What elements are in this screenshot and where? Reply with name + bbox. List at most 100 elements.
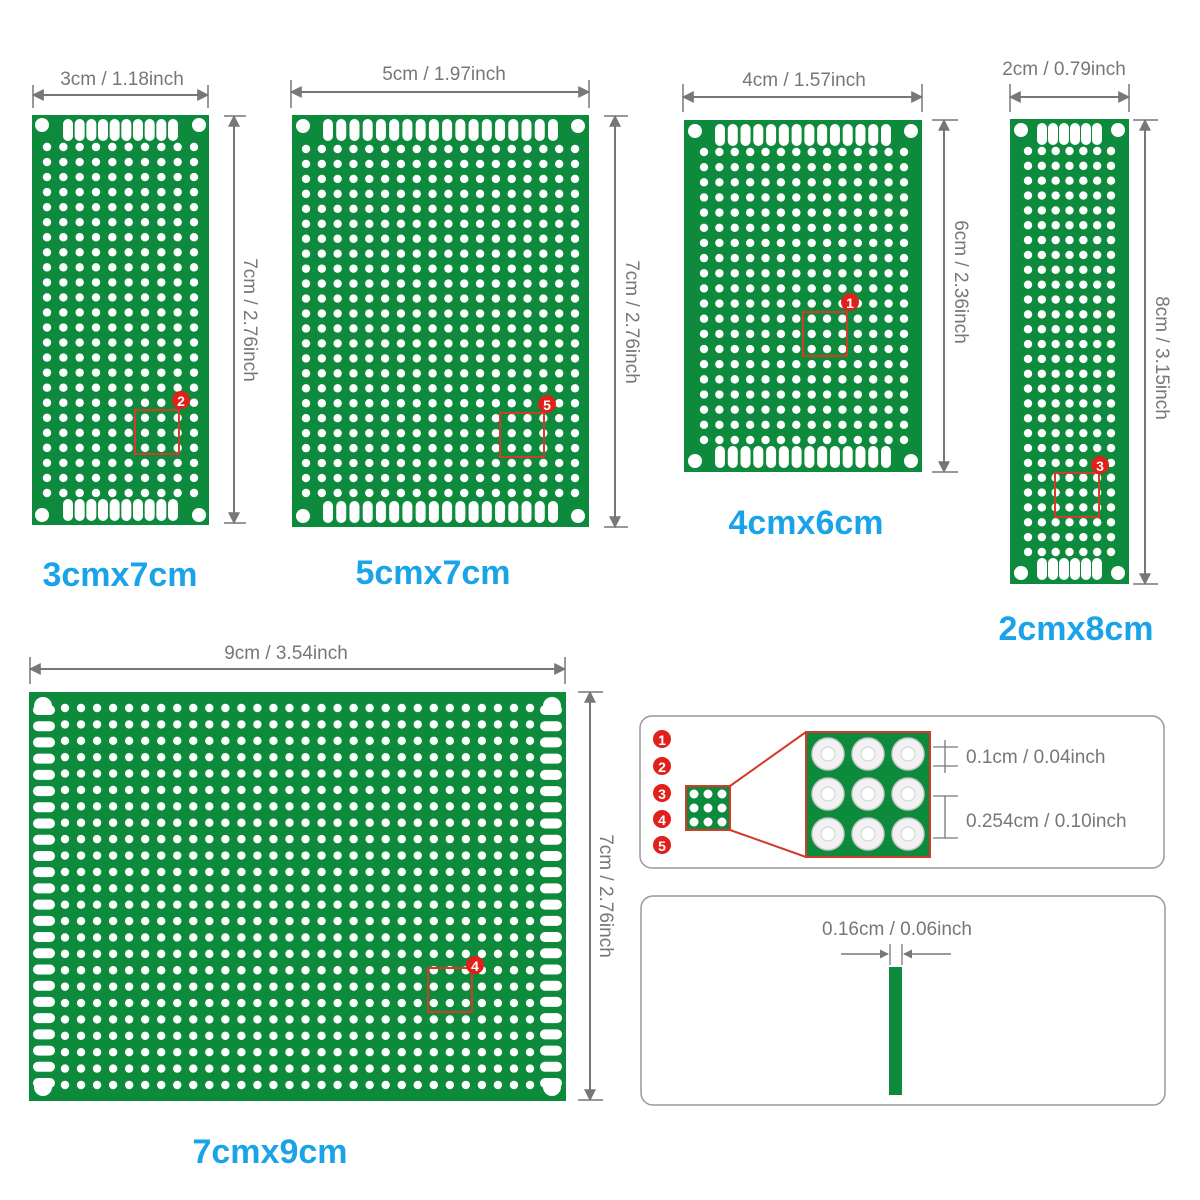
through-hole: [792, 420, 801, 430]
through-hole: [59, 473, 68, 483]
through-hole: [301, 174, 311, 184]
through-hole: [92, 916, 102, 926]
through-hole: [75, 248, 84, 257]
through-hole: [429, 900, 438, 909]
through-hole: [493, 998, 503, 1008]
through-hole: [365, 428, 374, 438]
through-hole: [157, 473, 166, 483]
through-hole: [807, 390, 816, 399]
through-hole: [869, 253, 878, 263]
through-hole: [491, 279, 501, 288]
through-hole: [570, 488, 580, 498]
through-hole: [92, 736, 102, 745]
through-hole: [173, 278, 182, 287]
through-hole: [76, 867, 86, 877]
edge-pad: [33, 818, 55, 829]
through-hole: [189, 916, 198, 926]
through-hole: [285, 851, 294, 860]
through-hole: [869, 238, 878, 248]
through-hole: [237, 834, 246, 844]
through-hole: [108, 703, 118, 713]
through-hole: [189, 157, 199, 167]
through-hole: [461, 933, 471, 942]
through-hole: [461, 884, 471, 893]
through-hole: [108, 323, 117, 332]
through-hole: [333, 234, 342, 243]
through-hole: [75, 187, 84, 197]
through-hole: [869, 435, 878, 445]
through-hole: [745, 193, 755, 202]
through-hole: [42, 383, 52, 392]
through-hole: [413, 1031, 422, 1041]
through-hole: [157, 157, 166, 167]
through-hole: [745, 375, 755, 384]
through-hole: [108, 488, 117, 498]
through-hole: [1079, 414, 1088, 423]
through-hole: [525, 851, 535, 860]
through-hole: [460, 324, 469, 333]
through-hole: [75, 353, 84, 362]
edge-pad: [402, 119, 413, 141]
through-hole: [493, 1015, 503, 1024]
through-hole: [189, 473, 199, 483]
edge-pad: [33, 996, 55, 1007]
through-hole: [1051, 384, 1060, 393]
through-hole: [60, 785, 70, 795]
through-hole: [525, 720, 535, 729]
through-hole: [124, 720, 134, 729]
through-hole: [730, 147, 739, 157]
through-hole: [157, 1048, 166, 1057]
through-hole: [807, 178, 816, 187]
through-hole: [477, 933, 487, 942]
through-hole: [853, 314, 863, 323]
through-hole: [237, 818, 246, 827]
through-hole: [380, 384, 390, 393]
edge-pad: [1048, 558, 1058, 580]
through-hole: [380, 294, 390, 303]
through-hole: [189, 736, 198, 745]
through-hole: [349, 998, 358, 1008]
board-5x7-width-dimension: 5cm / 1.97inch: [289, 64, 591, 108]
through-hole: [349, 982, 358, 991]
through-hole: [869, 329, 878, 339]
through-hole: [92, 818, 102, 827]
through-hole: [412, 414, 421, 423]
through-hole: [761, 238, 770, 248]
through-hole: [539, 339, 548, 348]
through-hole: [761, 269, 770, 278]
through-hole: [884, 147, 893, 157]
through-hole: [60, 998, 70, 1008]
through-hole: [477, 1080, 487, 1090]
through-hole: [507, 443, 516, 453]
through-hole: [761, 178, 770, 187]
through-hole: [717, 803, 727, 813]
through-hole: [76, 769, 86, 778]
through-hole: [157, 966, 166, 975]
through-hole: [140, 383, 150, 392]
through-hole: [1065, 369, 1074, 378]
through-hole: [365, 949, 374, 959]
through-hole: [428, 443, 437, 453]
through-hole: [380, 399, 390, 408]
through-hole: [523, 458, 532, 468]
through-hole: [428, 324, 437, 333]
through-hole: [413, 1064, 422, 1073]
edge-pad: [829, 446, 840, 468]
through-hole: [412, 473, 421, 483]
through-hole: [285, 884, 294, 893]
through-hole: [349, 443, 358, 453]
through-hole: [445, 884, 455, 893]
through-hole: [317, 900, 326, 909]
through-hole: [1037, 547, 1047, 557]
through-hole: [1106, 488, 1116, 497]
through-hole: [380, 458, 390, 468]
through-hole: [237, 1048, 246, 1057]
through-hole: [349, 966, 358, 975]
board-7x9-height-dimension: 7cm / 2.76inch: [578, 690, 616, 1102]
through-hole: [59, 278, 68, 287]
through-hole: [1051, 414, 1060, 423]
through-hole: [189, 278, 199, 287]
through-hole: [507, 189, 516, 199]
through-hole: [475, 488, 485, 498]
through-hole: [59, 172, 68, 182]
